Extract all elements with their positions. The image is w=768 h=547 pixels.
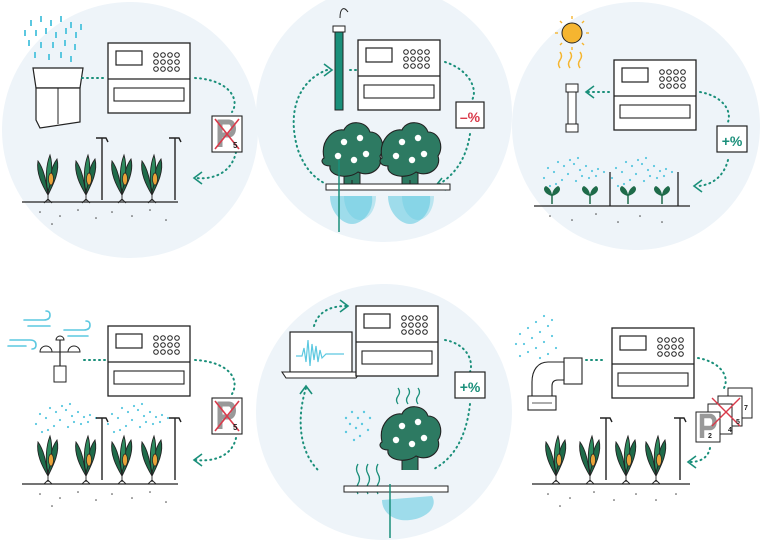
corn-plant-icon (545, 435, 567, 485)
connection-line (195, 151, 237, 180)
arrow-icon (192, 171, 203, 185)
connection-line (194, 77, 236, 113)
controller-icon (357, 39, 441, 111)
percent-badge: +% (716, 125, 748, 153)
spray-mist (514, 314, 558, 360)
corn-plant-icon (75, 435, 97, 485)
sign-digit: 7 (744, 405, 748, 412)
arrow-icon (686, 455, 697, 469)
sign-digit: 5 (233, 423, 238, 432)
sprinkler-icon (673, 417, 687, 481)
drip-line-icon (343, 485, 449, 493)
panel-background (2, 2, 258, 258)
water-bulb (382, 496, 434, 521)
corn-plant-icon (579, 435, 601, 485)
controller-icon (107, 42, 191, 114)
controller-icon (355, 305, 439, 377)
panel-pressure-valve: 2 4 5 7 (514, 314, 753, 507)
connection-line (699, 91, 730, 123)
corn-plant-icon (645, 435, 667, 485)
panel-background (256, 0, 512, 242)
water-bulbs (330, 196, 434, 224)
evaporation-waves (395, 387, 421, 405)
svg-text:–%: –% (460, 109, 481, 125)
sign-digit: 5 (736, 419, 740, 426)
sprinkler-icon (168, 417, 182, 481)
connection-line (444, 339, 472, 373)
panel-rain-sensor: 5 (2, 2, 258, 258)
no-parking-sign-icon (212, 398, 242, 434)
panel-solar-sensor: +% (512, 2, 760, 250)
sprinkler-icon (599, 417, 613, 481)
percent-badge: +% (454, 371, 486, 399)
connection-line (299, 387, 319, 471)
pressure-signs-stack: 2 4 5 7 (695, 387, 753, 443)
corn-plant-icon (141, 435, 163, 485)
arrow-icon (299, 384, 313, 395)
sun-icon (555, 16, 589, 69)
corn-plant-icon (111, 435, 133, 485)
soil-dots (39, 209, 167, 225)
sprinkler-icon (95, 417, 109, 481)
percent-badge: –% (455, 101, 485, 129)
sensor-icon (565, 83, 579, 133)
controller-icon (613, 59, 697, 131)
arrow-icon (323, 63, 334, 77)
connection-line (695, 159, 729, 187)
connection-line (435, 133, 471, 187)
anemometer-icon (39, 335, 81, 383)
arrow-icon (584, 85, 595, 99)
svg-text:+%: +% (460, 379, 481, 395)
corn-plant-icon (37, 435, 59, 485)
cloud-rain-icon (24, 16, 82, 62)
connection-line (313, 305, 347, 327)
connection-line (194, 359, 236, 395)
connection-line (444, 61, 475, 101)
arrow-icon (192, 453, 203, 467)
elbow-pipe-icon (527, 357, 583, 411)
svg-text:+%: +% (722, 133, 743, 149)
connection-line (697, 357, 727, 389)
spray-mist (106, 402, 170, 434)
no-parking-sign-icon (212, 116, 242, 152)
panel-soil-moisture: –% (256, 0, 512, 242)
sign-digit: 2 (708, 433, 712, 440)
soil-dots (39, 491, 167, 507)
connection-line (689, 447, 711, 463)
panel-flow-monitoring: +% (256, 284, 512, 540)
drip-line-icon (325, 180, 451, 191)
soil-probe-icon (332, 8, 349, 111)
soil-dots (549, 213, 663, 223)
connection-line (431, 403, 471, 471)
controller-icon (611, 327, 695, 399)
sign-digit: 4 (728, 427, 732, 434)
arrow-icon (339, 299, 350, 313)
spray-mist (344, 410, 372, 442)
connection-line (292, 69, 328, 185)
wind-icon (7, 310, 91, 350)
soil-dots (547, 491, 677, 507)
laptop-icon (280, 331, 362, 379)
sign-digit: 5 (233, 141, 238, 150)
connection-line (195, 437, 237, 462)
spray-mist (34, 402, 98, 434)
rain-gauge-icon (32, 67, 84, 129)
corn-plant-icon (615, 435, 637, 485)
panel-wind-sensor: 5 (7, 310, 242, 507)
controller-icon (107, 325, 191, 397)
arrow-icon (692, 179, 703, 193)
sprinkler-icon (609, 172, 679, 206)
